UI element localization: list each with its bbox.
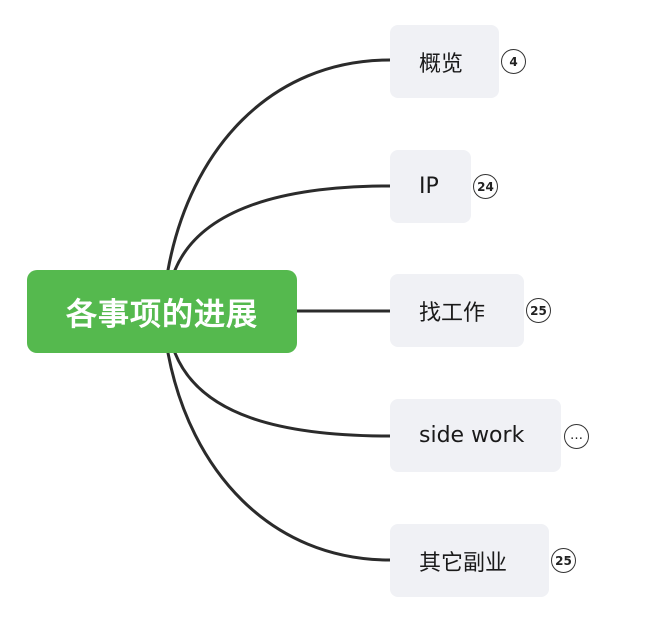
topic-label: 概览 xyxy=(419,51,464,77)
topic-label: side work xyxy=(419,423,525,448)
topic-label: 找工作 xyxy=(419,300,486,326)
root-topic-label: 各事项的进展 xyxy=(66,297,258,333)
topic-label: 其它副业 xyxy=(419,550,508,576)
topic-job-search[interactable]: 找工作 xyxy=(390,274,524,347)
connector-side-work xyxy=(173,351,392,438)
topic-ip[interactable]: IP xyxy=(390,150,471,223)
topic-label: IP xyxy=(419,174,439,199)
collapsed-count-badge[interactable]: 25 xyxy=(551,548,576,573)
connector-overview xyxy=(166,58,392,272)
topic-other-side-jobs[interactable]: 其它副业 xyxy=(390,524,549,597)
collapsed-count-badge[interactable]: 24 xyxy=(473,174,498,199)
connector-ip xyxy=(173,184,392,272)
collapsed-count-badge[interactable]: 25 xyxy=(526,298,551,323)
topic-side-work[interactable]: side work xyxy=(390,399,561,472)
collapsed-count-badge[interactable]: … xyxy=(564,424,589,449)
collapsed-count-badge[interactable]: 4 xyxy=(501,49,526,74)
topic-overview[interactable]: 概览 xyxy=(390,25,499,98)
connector-other-side-jobs xyxy=(166,351,392,562)
root-topic[interactable]: 各事项的进展 xyxy=(27,270,297,353)
